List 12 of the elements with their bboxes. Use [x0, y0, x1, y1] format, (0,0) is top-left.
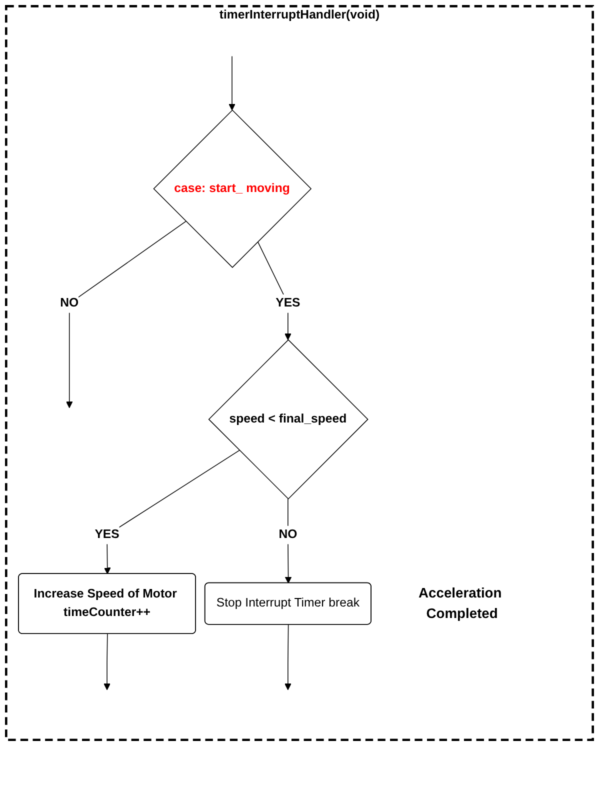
arrow [104, 634, 110, 690]
edge-label: NO [278, 528, 298, 542]
arrow [284, 624, 292, 690]
arrow [284, 498, 292, 584]
edge-label: YES [276, 296, 300, 310]
node-label: Acceleration Completed [418, 585, 502, 622]
edge-label: NO [60, 296, 79, 310]
arrow [66, 220, 186, 408]
edge-label: YES [94, 528, 120, 542]
arrow [228, 56, 236, 110]
node-diamond: speed < final_speed [208, 339, 368, 500]
node-diamond: case: start_ moving [153, 110, 312, 268]
